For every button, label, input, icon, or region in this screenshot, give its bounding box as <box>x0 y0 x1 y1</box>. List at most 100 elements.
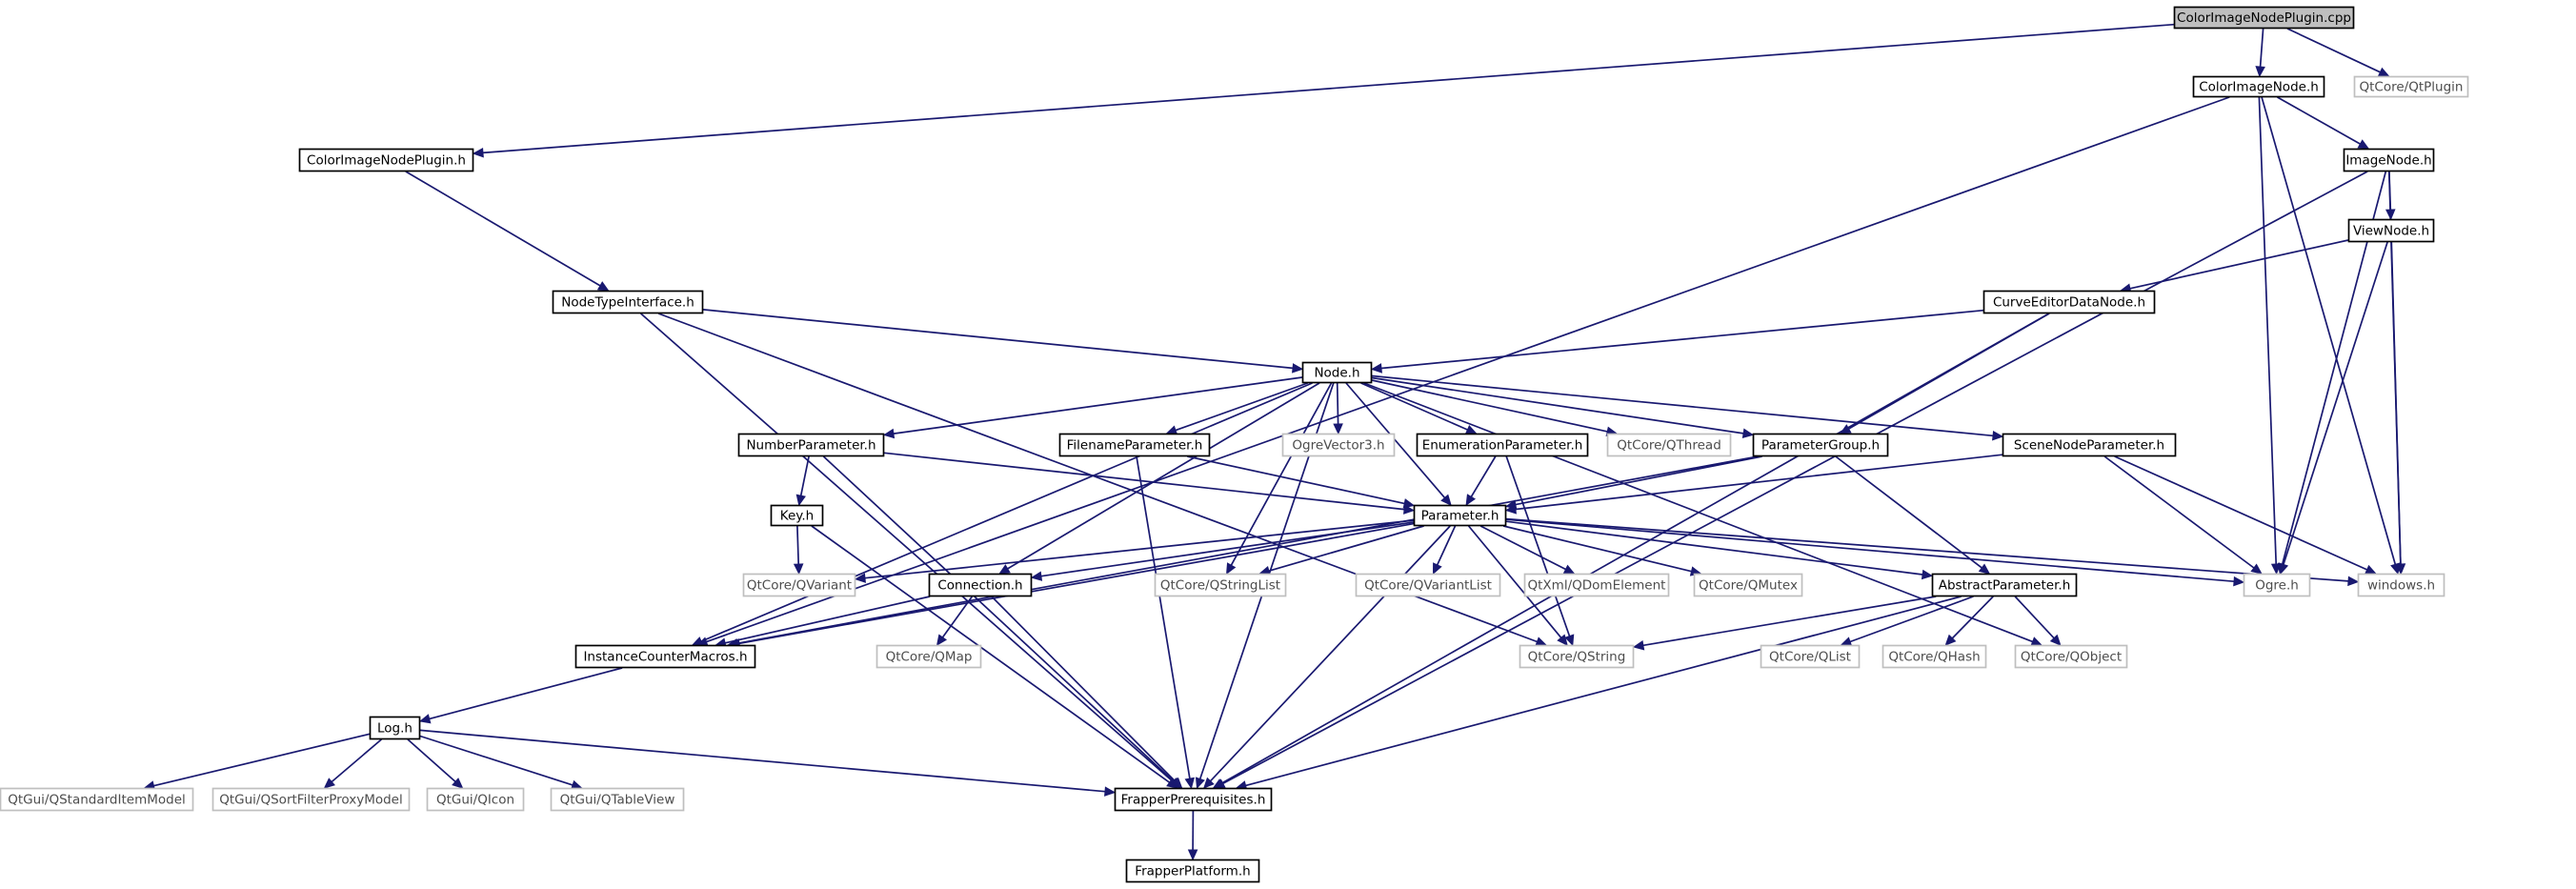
edge-paramgroup-to-param <box>1504 455 1762 510</box>
node-box <box>426 787 525 812</box>
arrowhead <box>1557 634 1568 646</box>
edge-line <box>1951 596 1994 639</box>
arrowhead <box>1030 571 1043 581</box>
arrowhead <box>1195 777 1205 790</box>
edge-line <box>702 309 1294 370</box>
graph-node-qdom: QtXml/QDomElement <box>1523 573 1670 597</box>
edge-param-to-qvariant <box>854 519 1415 583</box>
edge-line <box>1515 454 2003 511</box>
arrowhead <box>1840 636 1853 647</box>
edge-connection-to-fprereq <box>991 596 1183 789</box>
node-box <box>742 573 856 597</box>
graph-node-cinp[interactable]: ColorImageNodePlugin.h <box>298 148 474 172</box>
edge-root-to-cin <box>2255 28 2265 78</box>
edge-fileparam-to-fprereq <box>1136 455 1195 790</box>
node-box <box>369 716 421 740</box>
edge-line <box>1515 455 1762 506</box>
edge-line <box>1371 376 1744 434</box>
node-label: EnumerationParameter.h <box>1422 438 1583 454</box>
graph-node-cedn[interactable]: CurveEditorDataNode.h <box>1982 290 2156 314</box>
node-label: Key.h <box>780 509 814 524</box>
edge-cin-to-imgnode <box>2277 96 2370 150</box>
graph-node-qvariant: QtCore/QVariant <box>742 573 856 597</box>
graph-node-fileparam[interactable]: FilenameParameter.h <box>1058 433 1211 457</box>
graph-node-node[interactable]: Node.h <box>1301 361 1373 384</box>
node-box <box>1301 361 1373 384</box>
arrowhead <box>1504 504 1517 515</box>
graph-node-snparam[interactable]: SceneNodeParameter.h <box>2002 433 2177 457</box>
node-box <box>1114 787 1273 812</box>
edge-line <box>1360 382 1468 431</box>
node-label: QtGui/QIcon <box>436 793 514 808</box>
edge-key-to-qvariant <box>793 525 804 576</box>
arrowhead <box>1402 498 1416 509</box>
edge-param-to-qvariantlist <box>1432 525 1457 576</box>
graph-node-paramgroup[interactable]: ParameterGroup.h <box>1752 433 1889 457</box>
edge-line <box>1371 374 1994 437</box>
node-box <box>928 573 1033 597</box>
edge-node-to-connection <box>998 382 1320 575</box>
edge-viewnode-to-windows <box>2390 241 2406 576</box>
node-label: Ogre.h <box>2255 578 2299 594</box>
arrowhead <box>1212 778 1225 789</box>
edge-line <box>2283 241 2388 565</box>
node-box <box>2353 75 2469 98</box>
node-box <box>574 644 756 669</box>
edge-line <box>1436 525 1457 566</box>
graph-node-viewnode[interactable]: ViewNode.h <box>2347 218 2435 243</box>
graph-node-absparam[interactable]: AbstractParameter.h <box>1931 573 2078 597</box>
graph-node-fplatform[interactable]: FrapperPlatform.h <box>1125 859 1260 883</box>
arrowhead <box>1978 563 1991 575</box>
node-box <box>1355 573 1501 597</box>
arrowhead <box>2030 636 2043 647</box>
graph-node-connection[interactable]: Connection.h <box>928 573 1033 597</box>
graph-node-qstringlist: QtCore/QStringList <box>1154 573 1287 597</box>
arrowhead <box>1333 423 1343 435</box>
graph-node-ntif[interactable]: NodeTypeInterface.h <box>552 290 704 314</box>
graph-node-qsim: QtGui/QStandardItemModel <box>0 787 194 812</box>
node-label: Parameter.h <box>1421 509 1499 524</box>
edge-line <box>1268 525 1424 573</box>
edge-node-to-qstringlist <box>1226 382 1333 576</box>
graph-node-key[interactable]: Key.h <box>770 504 824 527</box>
edge-root-to-qtplugin <box>2286 28 2390 77</box>
arrowhead <box>2395 563 2406 576</box>
graph-node-cin[interactable]: ColorImageNode.h <box>2192 75 2325 98</box>
graph-node-qmap: QtCore/QMap <box>875 644 982 669</box>
graph-node-numparam[interactable]: NumberParameter.h <box>737 433 885 457</box>
node-box <box>1413 504 1507 527</box>
edge-snparam-to-param <box>1504 454 2003 515</box>
node-label: NodeTypeInterface.h <box>561 295 694 311</box>
edge-node-to-snparam <box>1371 374 2004 441</box>
edge-line <box>2261 96 2397 565</box>
edge-line <box>1505 517 2349 582</box>
edge-line <box>2259 28 2264 68</box>
edge-line <box>640 313 1174 783</box>
arrowhead <box>1562 564 1576 575</box>
graph-node-enumparam[interactable]: EnumerationParameter.h <box>1416 433 1589 457</box>
edge-absparam-to-qobject <box>2014 596 2062 646</box>
graph-node-root[interactable]: ColorImageNodePlugin.cpp <box>2173 6 2355 30</box>
node-label: InstanceCounterMacros.h <box>583 650 747 665</box>
graph-node-qhash: QtCore/QHash <box>1882 644 1987 669</box>
graph-node-fprereq[interactable]: FrapperPrerequisites.h <box>1114 787 1273 812</box>
arrowhead <box>472 147 484 158</box>
graph-node-icm[interactable]: InstanceCounterMacros.h <box>574 644 756 669</box>
arrowhead <box>1226 562 1237 576</box>
graph-node-imgnode[interactable]: ImageNode.h <box>2343 148 2435 172</box>
arrowhead <box>2357 139 2370 150</box>
edge-line <box>153 733 371 787</box>
graph-node-param[interactable]: Parameter.h <box>1413 504 1507 527</box>
graph-node-log[interactable]: Log.h <box>369 716 421 740</box>
arrowhead <box>854 573 866 583</box>
arrowhead <box>1184 777 1195 790</box>
node-label: QtCore/QHash <box>1888 650 1980 665</box>
arrowhead <box>452 778 464 789</box>
edge-param-to-windows <box>1505 517 2360 587</box>
graph-node-qobject: QtCore/QObject <box>2014 644 2128 669</box>
arrowhead <box>1564 634 1575 647</box>
edge-line <box>893 376 1303 434</box>
edge-ntif-to-fprereq <box>640 313 1181 789</box>
edge-cedn-to-fprereq <box>1212 313 2050 789</box>
node-label: FrapperPlatform.h <box>1135 864 1250 879</box>
